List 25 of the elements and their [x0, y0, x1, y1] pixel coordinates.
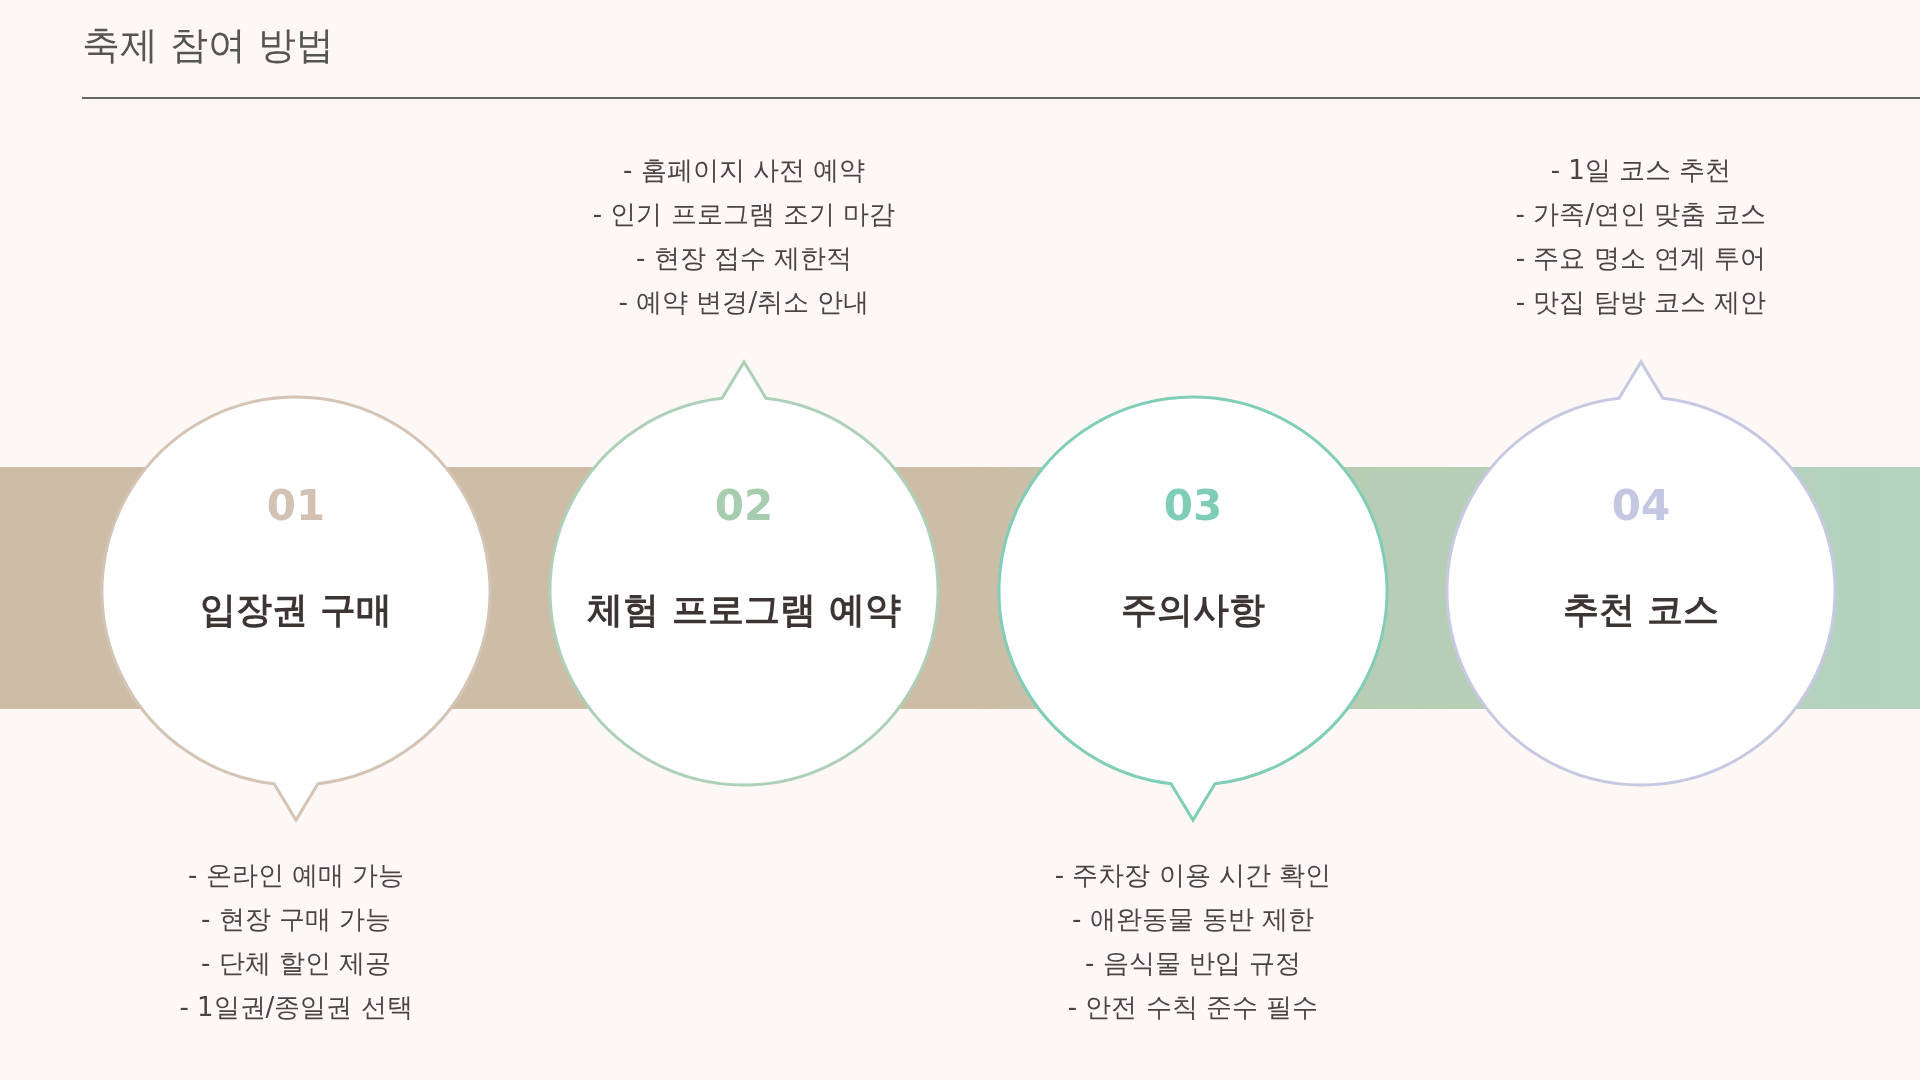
- step-number: 04: [1610, 481, 1672, 530]
- title: 축제 참여 방법: [82, 22, 335, 69]
- note-text: - 가족/연인 맞춤 코스: [1515, 198, 1767, 231]
- note-text: - 온라인 예매 가능: [187, 859, 405, 892]
- note-text: - 1일권/종일권 선택: [179, 991, 413, 1024]
- step-number: 01: [265, 481, 327, 530]
- note-text: - 단체 할인 제공: [200, 947, 392, 980]
- step-title: 추천 코스: [1561, 588, 1721, 632]
- note-text: - 주차장 이용 시간 확인: [1054, 859, 1332, 892]
- note-text: - 주요 명소 연계 투어: [1515, 242, 1767, 275]
- note-text: - 맛집 탐방 코스 제안: [1515, 286, 1767, 319]
- note-text: - 현장 접수 제한적: [635, 242, 853, 275]
- note-text: - 애완동물 동반 제한: [1071, 903, 1315, 936]
- step-title: 주의사항: [1120, 588, 1266, 632]
- step-number: 03: [1162, 481, 1224, 530]
- step-title: 입장권 구매: [198, 588, 394, 632]
- note-text: - 1일 코스 추천: [1550, 154, 1732, 187]
- step-number: 02: [713, 481, 775, 530]
- step-title: 체험 프로그램 예약: [586, 588, 902, 632]
- note-text: - 음식물 반입 규정: [1084, 947, 1302, 980]
- note-text: - 현장 구매 가능: [200, 903, 392, 936]
- note-text: - 인기 프로그램 조기 마감: [592, 198, 896, 231]
- note-text: - 예약 변경/취소 안내: [618, 286, 870, 319]
- note-text: - 안전 수칙 준수 필수: [1067, 991, 1319, 1024]
- note-text: - 홈페이지 사전 예약: [622, 154, 866, 187]
